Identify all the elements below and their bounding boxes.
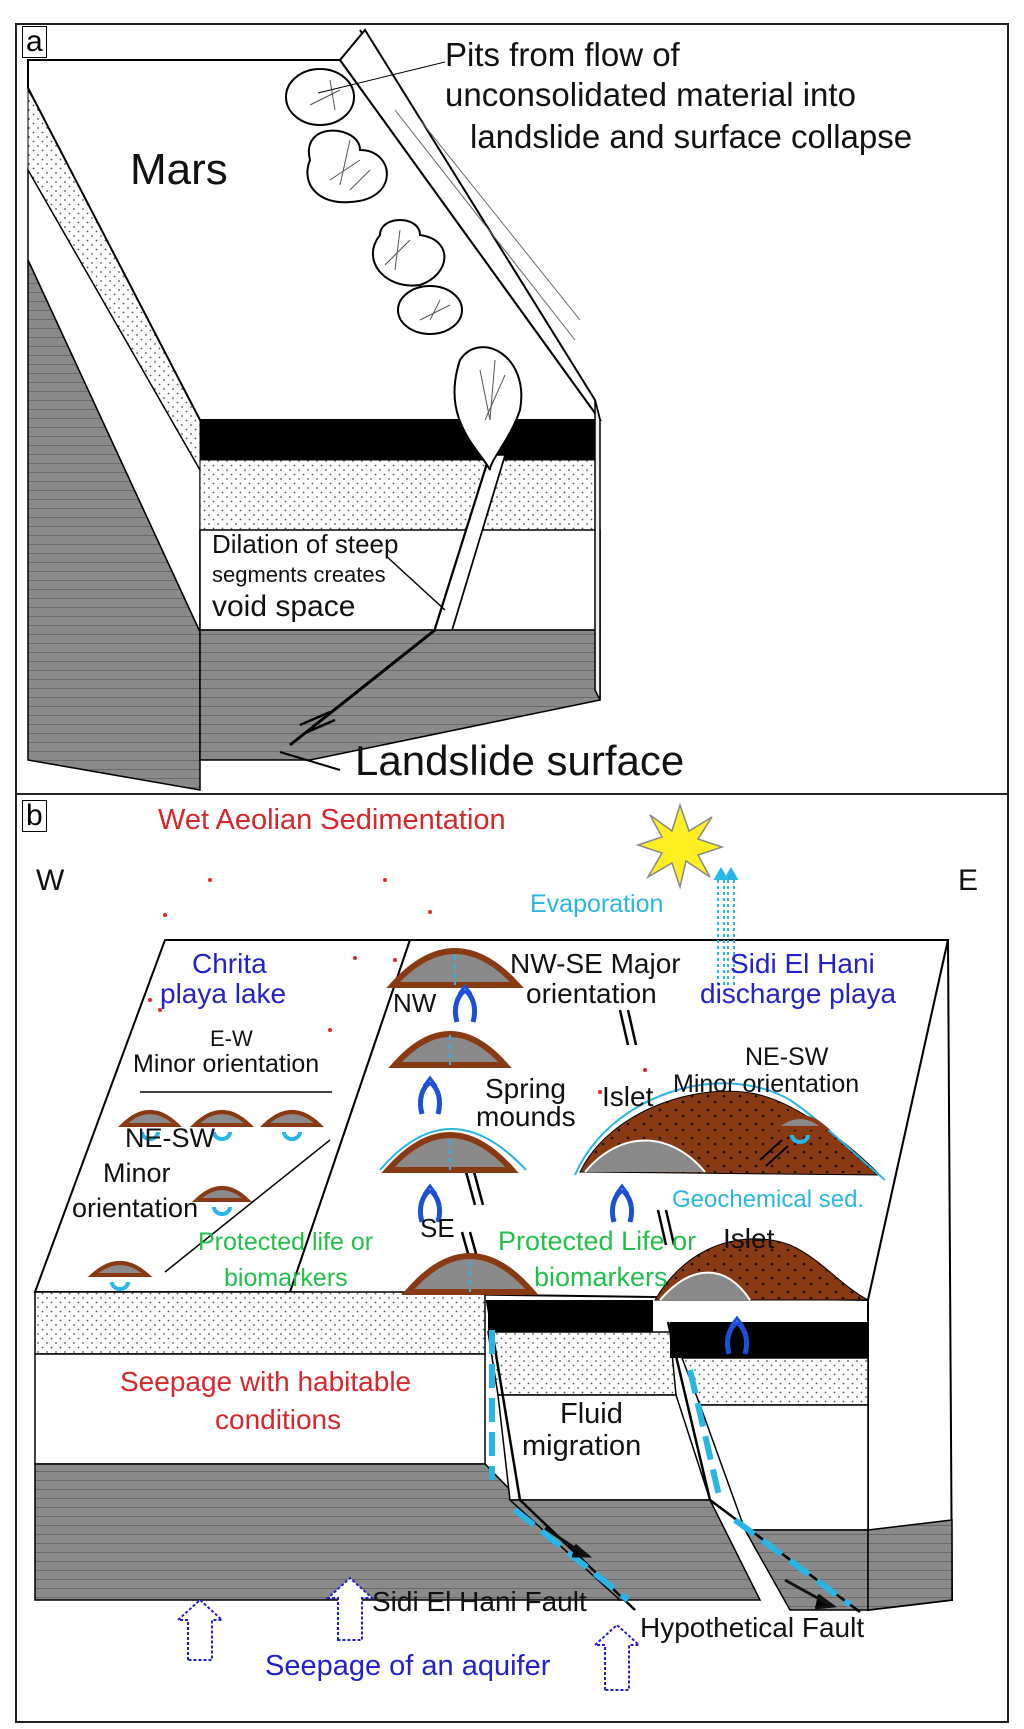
right-face — [594, 399, 601, 701]
islet-mound-lower — [654, 1238, 869, 1301]
b-right-black — [670, 1322, 868, 1358]
landslide-leader — [279, 751, 341, 771]
seepage-habitable-line1: Seepage with habitable — [120, 1366, 412, 1397]
pits-label-line3: landslide and surface collapse — [470, 118, 913, 155]
pits-leader — [317, 61, 446, 94]
ew-label-line2: Minor orientation — [133, 1050, 320, 1078]
islet-label: Islet — [602, 1081, 654, 1112]
fluid-label-line2: migration — [522, 1430, 642, 1462]
evaporation-label: Evaporation — [530, 890, 664, 918]
sidi-playa-line1: Sidi El Hani — [730, 948, 875, 979]
chrita-label-line1: Chrita — [192, 948, 267, 979]
sidi-playa-line2: discharge playa — [700, 978, 897, 1009]
nesw-right-line1: NE-SW — [745, 1043, 829, 1071]
spring-mounds-central — [379, 948, 539, 1295]
b-left-white — [34, 1353, 486, 1465]
spring-label-line1: Spring — [485, 1073, 566, 1104]
protected-right-line2: biomarkers — [534, 1262, 668, 1292]
ew-label-line1: E-W — [210, 1026, 253, 1051]
nesw-left-line3: orientation — [72, 1193, 199, 1223]
b-right-dots — [680, 1357, 869, 1406]
aquifer-arrows — [175, 1576, 642, 1691]
upwelling-arrows — [417, 983, 750, 1355]
sun-icon — [635, 802, 725, 890]
void-space — [433, 454, 507, 631]
aeolian-dots — [148, 878, 647, 1094]
landslide-label: Landslide surface — [355, 737, 685, 784]
hyp-fault-trace — [666, 1321, 712, 1501]
geochem-label: Geochemical sed. — [672, 1186, 865, 1213]
nesw-left-line1: NE-SW — [125, 1123, 215, 1153]
small-mounds-left — [87, 1110, 324, 1291]
nesw-right-line2: Minor orientation — [673, 1070, 860, 1098]
dilation-label-line3: void space — [212, 590, 356, 623]
sidi-fault-label: Sidi El Hani Fault — [372, 1586, 587, 1617]
side-layer-gray — [27, 259, 201, 791]
se-label: SE — [420, 1213, 455, 1243]
protected-left-line1: Protected life or — [198, 1228, 374, 1256]
aeolian-label: Wet Aeolian Sedimentation — [158, 804, 506, 836]
nesw-left-line2: Minor — [103, 1158, 171, 1188]
void-leader — [384, 554, 446, 611]
small-mound-right — [769, 1115, 831, 1144]
dilation-label-line2: segments creates — [212, 562, 386, 587]
front-layer-gray — [199, 629, 601, 761]
b-left-dots — [34, 1291, 486, 1355]
aquifer-label: Seepage of an aquifer — [265, 1650, 551, 1682]
front-layer-dots — [199, 459, 601, 531]
nwse-label-line1: NW-SE Major — [510, 948, 681, 979]
west-label: W — [36, 864, 65, 897]
hyp-fault-label: Hypothetical Fault — [640, 1612, 865, 1643]
protected-right-line1: Protected Life or — [498, 1226, 697, 1256]
front-layer-black — [200, 420, 600, 460]
b-mid-black — [488, 1300, 653, 1332]
b-right-side-gray — [867, 1519, 953, 1611]
islet-label-2: Islet — [723, 1223, 775, 1254]
pits-label-line2: unconsolidated material into — [445, 76, 856, 113]
spring-label-line2: mounds — [476, 1101, 576, 1132]
b-mid-dots — [487, 1331, 677, 1396]
dilation-label-line1: Dilation of steep — [212, 529, 399, 559]
chrita-label-line2: playa lake — [160, 978, 287, 1009]
mars-label: Mars — [130, 145, 228, 194]
pits-label-line1: Pits from flow of — [445, 36, 680, 73]
nwse-label-line2: orientation — [526, 978, 657, 1009]
panel-b-tag: b — [22, 800, 47, 832]
collapse-pits — [285, 68, 523, 471]
nw-label: NW — [393, 988, 437, 1018]
seepage-habitable-line2: conditions — [215, 1404, 342, 1435]
panel-a-tag: a — [22, 26, 47, 58]
protected-left-line2: biomarkers — [224, 1264, 348, 1292]
fluid-label-line1: Fluid — [560, 1398, 623, 1430]
islet-mound-large — [574, 1082, 886, 1181]
east-label: E — [958, 864, 979, 897]
